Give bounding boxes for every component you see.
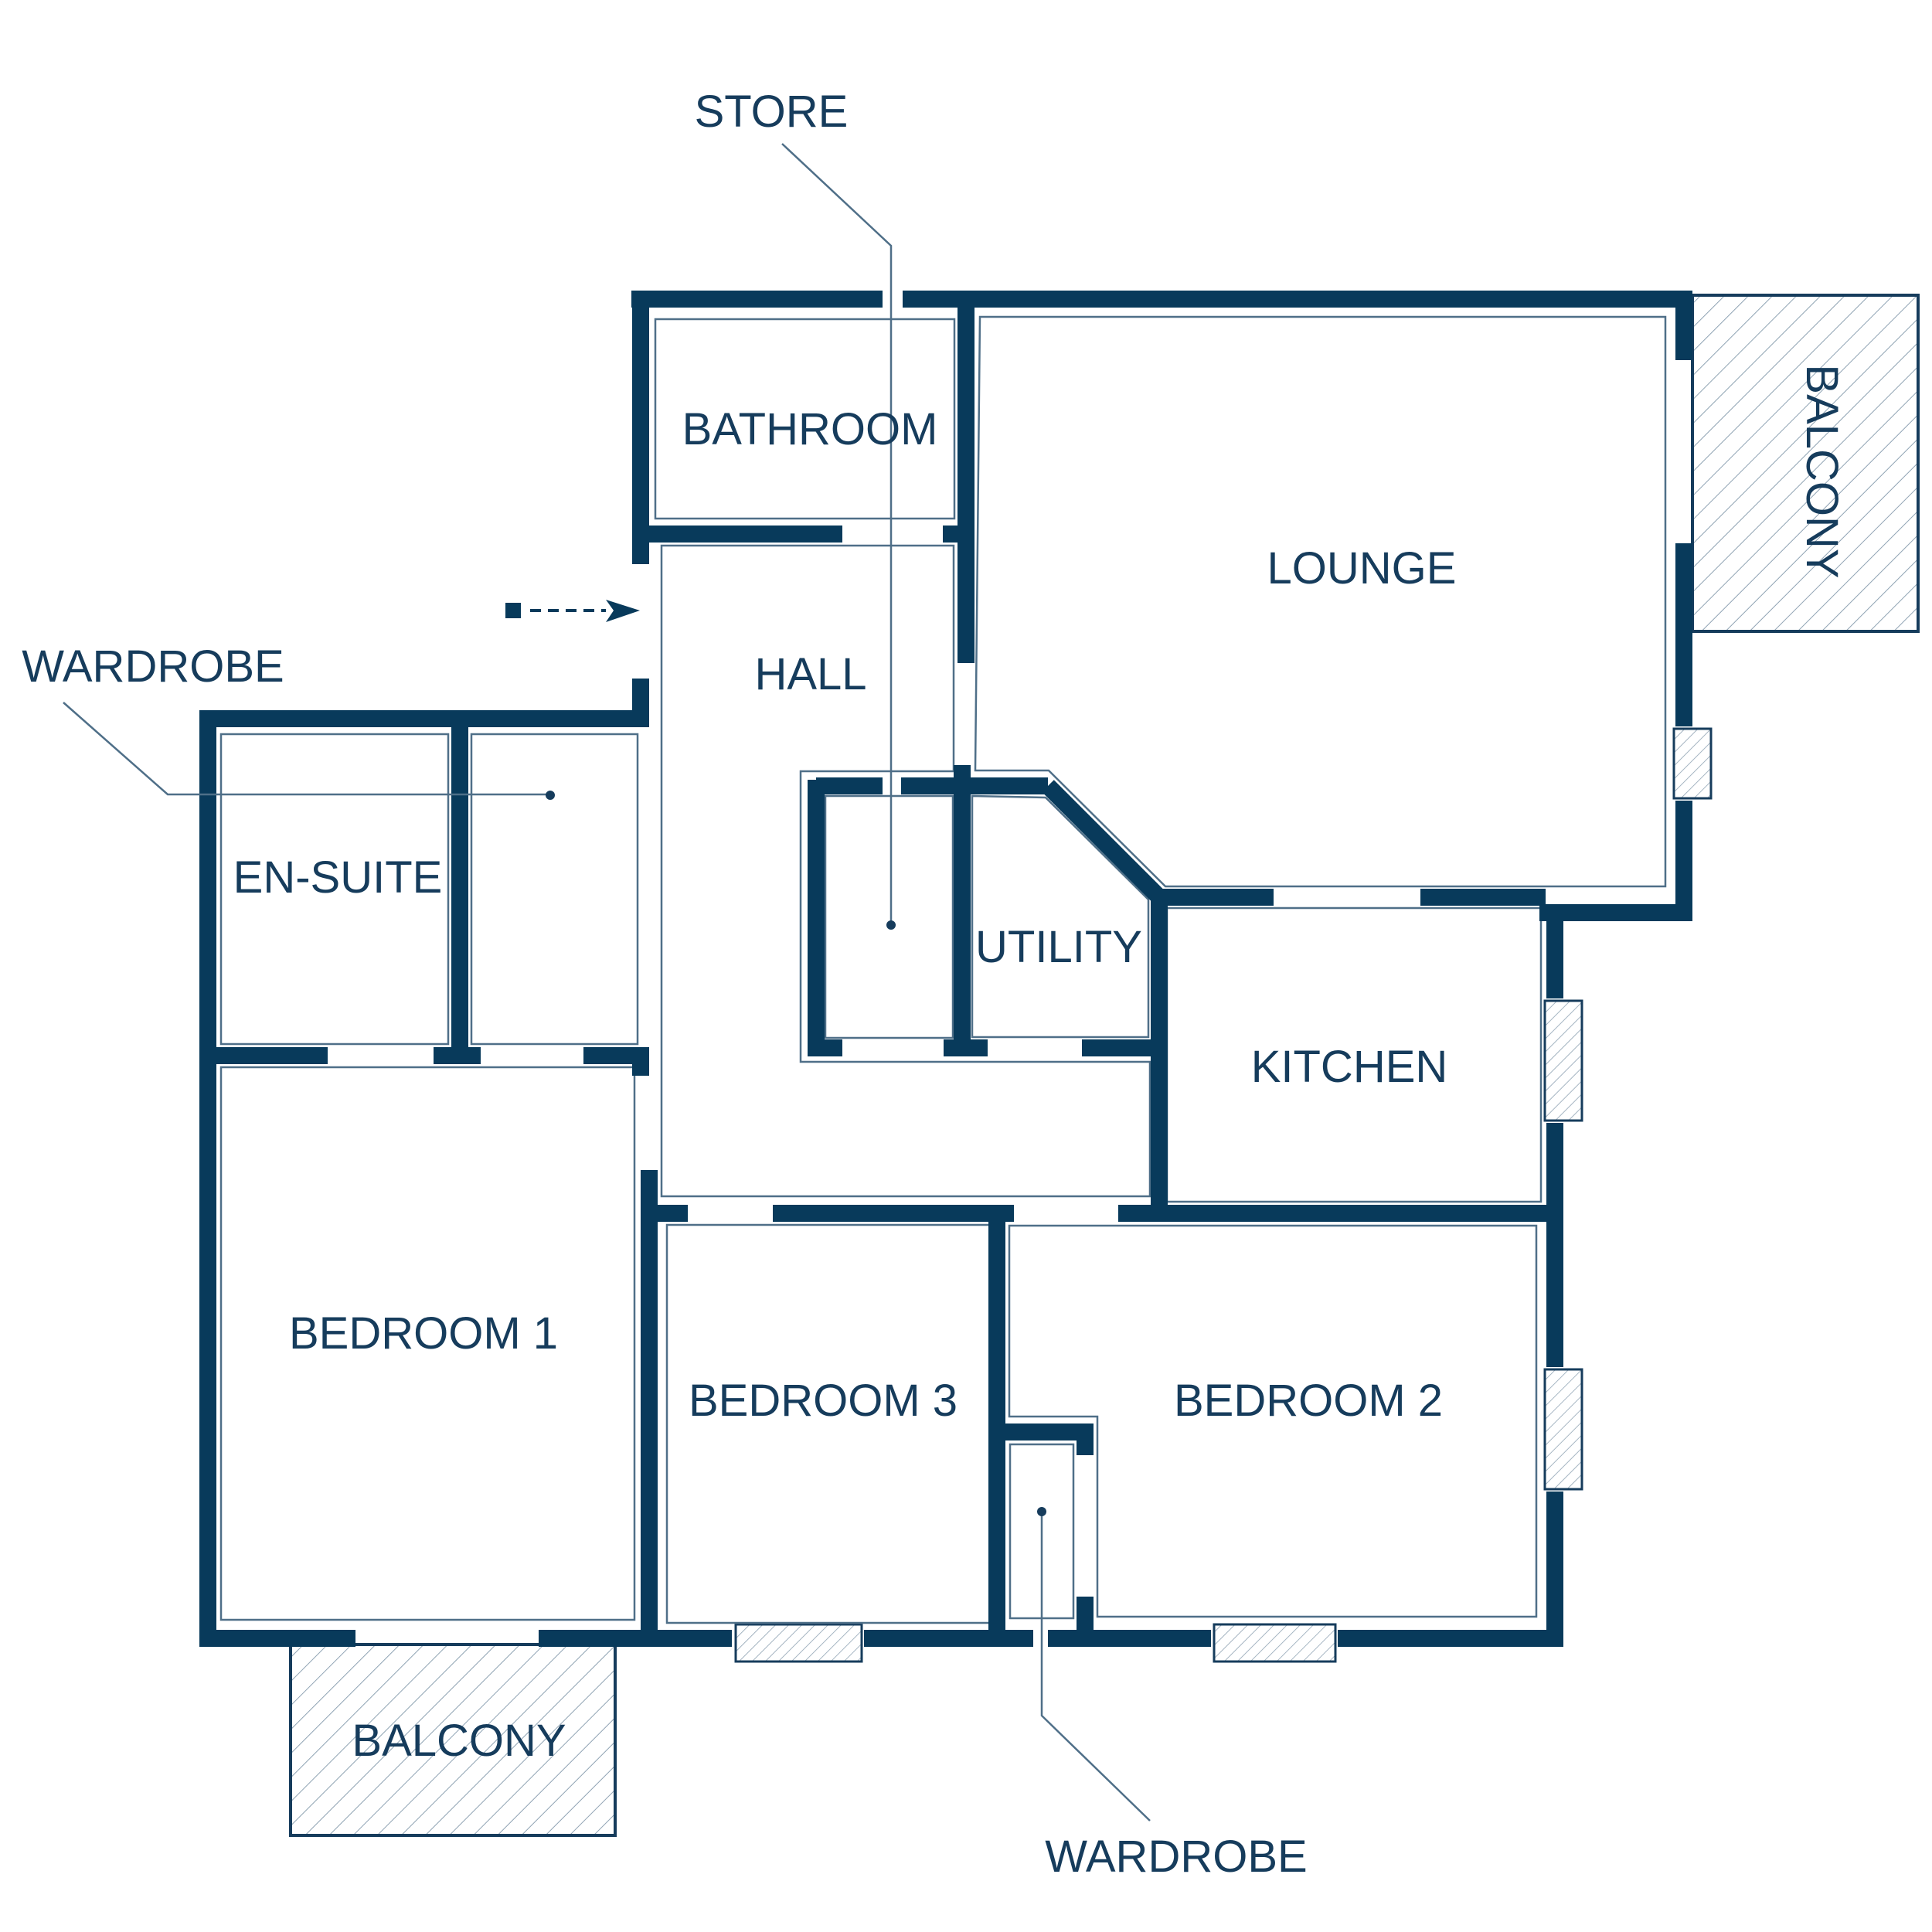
outline-bedroom2 xyxy=(1008,1224,1538,1618)
label-hall: HALL xyxy=(754,649,866,699)
windows xyxy=(734,727,1713,1663)
walls xyxy=(199,291,1692,1647)
label-bedroom1: BEDROOM 1 xyxy=(289,1308,558,1359)
wardrobe-left-dot xyxy=(546,791,555,800)
wardrobe-bottom-dot xyxy=(1037,1507,1046,1516)
window-bedroom2-bottom xyxy=(1213,1623,1337,1663)
entrance-arrow-icon xyxy=(505,600,640,622)
label-bedroom2: BEDROOM 2 xyxy=(1174,1376,1443,1426)
room-outlines xyxy=(219,315,1667,1624)
label-wardrobe-bottom: WARDROBE xyxy=(1045,1832,1307,1882)
label-lounge: LOUNGE xyxy=(1267,543,1457,594)
label-utility: UTILITY xyxy=(975,922,1142,972)
label-balcony-right: BALCONY xyxy=(1797,364,1847,578)
leader-wardrobe-left xyxy=(63,702,550,796)
label-wardrobe-left: WARDROBE xyxy=(22,641,284,692)
callout-dots xyxy=(546,791,1046,1516)
leader-store xyxy=(781,143,893,924)
balcony-bottom xyxy=(289,1643,617,1837)
outline-lounge xyxy=(974,315,1667,888)
window-bedroom2-side xyxy=(1543,1368,1583,1491)
outline-hall xyxy=(660,544,1151,1198)
label-store: STORE xyxy=(695,87,849,137)
store-dot xyxy=(886,920,896,930)
outline-bedroom1 xyxy=(219,1066,636,1621)
callout-leaders xyxy=(63,143,1151,1821)
window-bedroom3 xyxy=(734,1623,863,1663)
label-bathroom: BATHROOM xyxy=(682,404,938,454)
balcony-right xyxy=(1691,294,1920,633)
label-balcony-bottom: BALCONY xyxy=(352,1716,566,1766)
outline-utility xyxy=(971,794,1150,1039)
window-lounge xyxy=(1672,727,1713,800)
outline-store xyxy=(824,794,954,1039)
label-kitchen: KITCHEN xyxy=(1251,1042,1448,1092)
outline-bathroom xyxy=(654,318,956,520)
label-bedroom3: BEDROOM 3 xyxy=(689,1376,957,1426)
label-en-suite: EN-SUITE xyxy=(233,852,443,903)
window-kitchen xyxy=(1543,999,1583,1122)
callout-labels: STORE WARDROBE WARDROBE xyxy=(22,87,1307,1882)
outline-wardrobe-left xyxy=(470,733,639,1046)
outline-en-suite xyxy=(219,733,450,1046)
room-labels: BATHROOM LOUNGE HALL EN-SUITE UTILITY KI… xyxy=(233,364,1847,1766)
leader-wardrobe-bottom xyxy=(1040,1512,1151,1821)
